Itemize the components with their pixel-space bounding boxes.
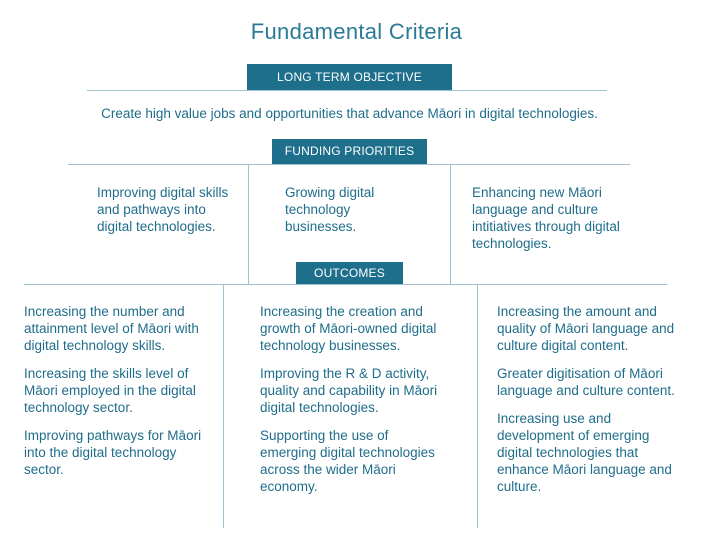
funding-priorities-banner: FUNDING PRIORITIES [272, 139, 427, 164]
outcome-item: Increasing use and development of emergi… [497, 411, 672, 494]
outcomes-divider [24, 284, 667, 285]
funding-priority-2: Growing digital technology businesses. [285, 185, 375, 234]
long-term-objective-text: Create high value jobs and opportunities… [101, 106, 598, 121]
outcomes-column-2: Increasing the creation and growth of Mā… [260, 303, 445, 506]
funding-priority-3: Enhancing new Māori language and culture… [472, 185, 620, 251]
outcome-item: Improving pathways for Māori into the di… [24, 428, 202, 477]
page-title: Fundamental Criteria [250, 18, 463, 44]
funding-priorities-divider [68, 164, 630, 165]
outcome-item: Increasing the creation and growth of Mā… [260, 304, 437, 353]
outcomes-column-divider-2 [477, 284, 478, 528]
outcome-item: Greater digitisation of Māori language a… [497, 366, 675, 398]
outcome-item: Increasing the number and attainment lev… [24, 304, 199, 353]
long-term-objective-banner: LONG TERM OBJECTIVE [247, 64, 452, 90]
outcomes-banner: OUTCOMES [296, 262, 403, 284]
outcome-item: Increasing the amount and quality of Māo… [497, 304, 675, 353]
outcomes-column-1: Increasing the number and attainment lev… [24, 303, 214, 489]
outcomes-column-3: Increasing the amount and quality of Māo… [497, 303, 677, 506]
outcome-item: Improving the R & D activity, quality an… [260, 366, 438, 415]
funding-column-divider-1 [248, 164, 249, 284]
outcomes-column-divider-1 [223, 284, 224, 528]
outcome-item: Increasing the skills level of Māori emp… [24, 366, 196, 415]
outcome-item: Supporting the use of emerging digital t… [260, 428, 435, 494]
objective-divider [87, 90, 607, 91]
funding-column-divider-2 [450, 164, 451, 284]
funding-priority-1: Improving digital skills and pathways in… [97, 185, 229, 234]
